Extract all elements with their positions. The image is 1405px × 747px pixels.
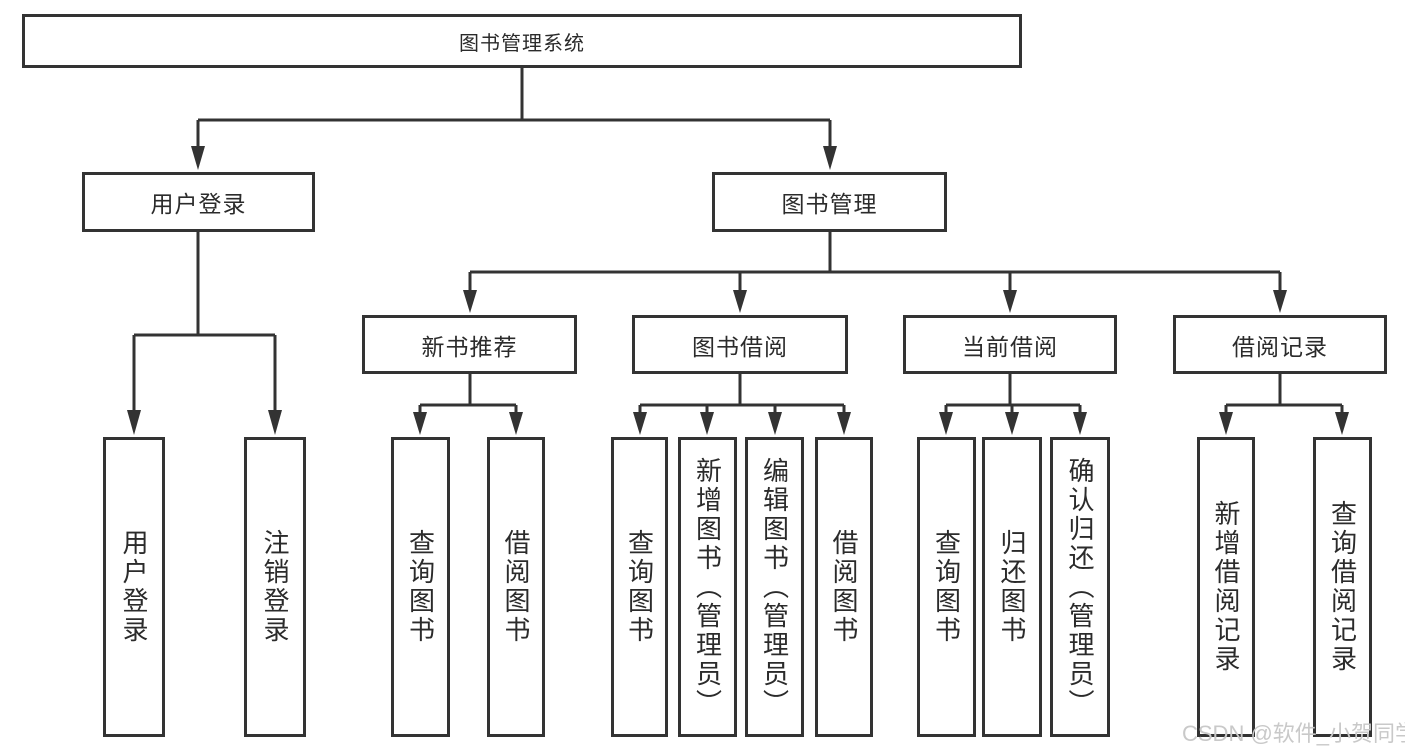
- connector-root-to-level2: [191, 66, 837, 170]
- node-user-login: 用户登录: [82, 172, 315, 232]
- node-current-borrowing: 当前借阅: [903, 315, 1117, 374]
- node-new-book-recommend: 新书推荐: [362, 315, 577, 374]
- connector-current-borrowing: [939, 372, 1087, 435]
- leaf-current-confirm-return-admin: 确认归还（管理员）: [1050, 437, 1110, 737]
- watermark-text: CSDN @软件_小贺同学: [1182, 721, 1405, 746]
- leaf-records-query-record: 查询借阅记录: [1313, 437, 1372, 737]
- connector-user-login: [127, 230, 282, 435]
- connector-borrowing-records: [1219, 372, 1349, 435]
- leaf-current-query-books: 查询图书: [917, 437, 976, 737]
- connector-book-management: [463, 230, 1287, 313]
- leaf-current-return-books: 归还图书: [982, 437, 1042, 737]
- leaf-user-login: 用户登录: [103, 437, 165, 737]
- leaf-borrowing-borrow-books: 借阅图书: [815, 437, 873, 737]
- leaf-records-add-record: 新增借阅记录: [1197, 437, 1255, 737]
- leaf-borrowing-query-books: 查询图书: [611, 437, 668, 737]
- node-book-borrowing: 图书借阅: [632, 315, 848, 374]
- node-root: 图书管理系统: [22, 14, 1022, 68]
- node-borrowing-records: 借阅记录: [1173, 315, 1387, 374]
- leaf-logout: 注销登录: [244, 437, 306, 737]
- connector-book-borrowing: [633, 372, 851, 435]
- leaf-borrowing-edit-books-admin: 编辑图书（管理员）: [745, 437, 804, 737]
- connector-new-book-recommend: [413, 372, 523, 435]
- leaf-borrowing-add-books-admin: 新增图书（管理员）: [678, 437, 737, 737]
- leaf-recommend-borrow-books: 借阅图书: [487, 437, 545, 737]
- leaf-recommend-query-books: 查询图书: [391, 437, 450, 737]
- node-book-management: 图书管理: [712, 172, 947, 232]
